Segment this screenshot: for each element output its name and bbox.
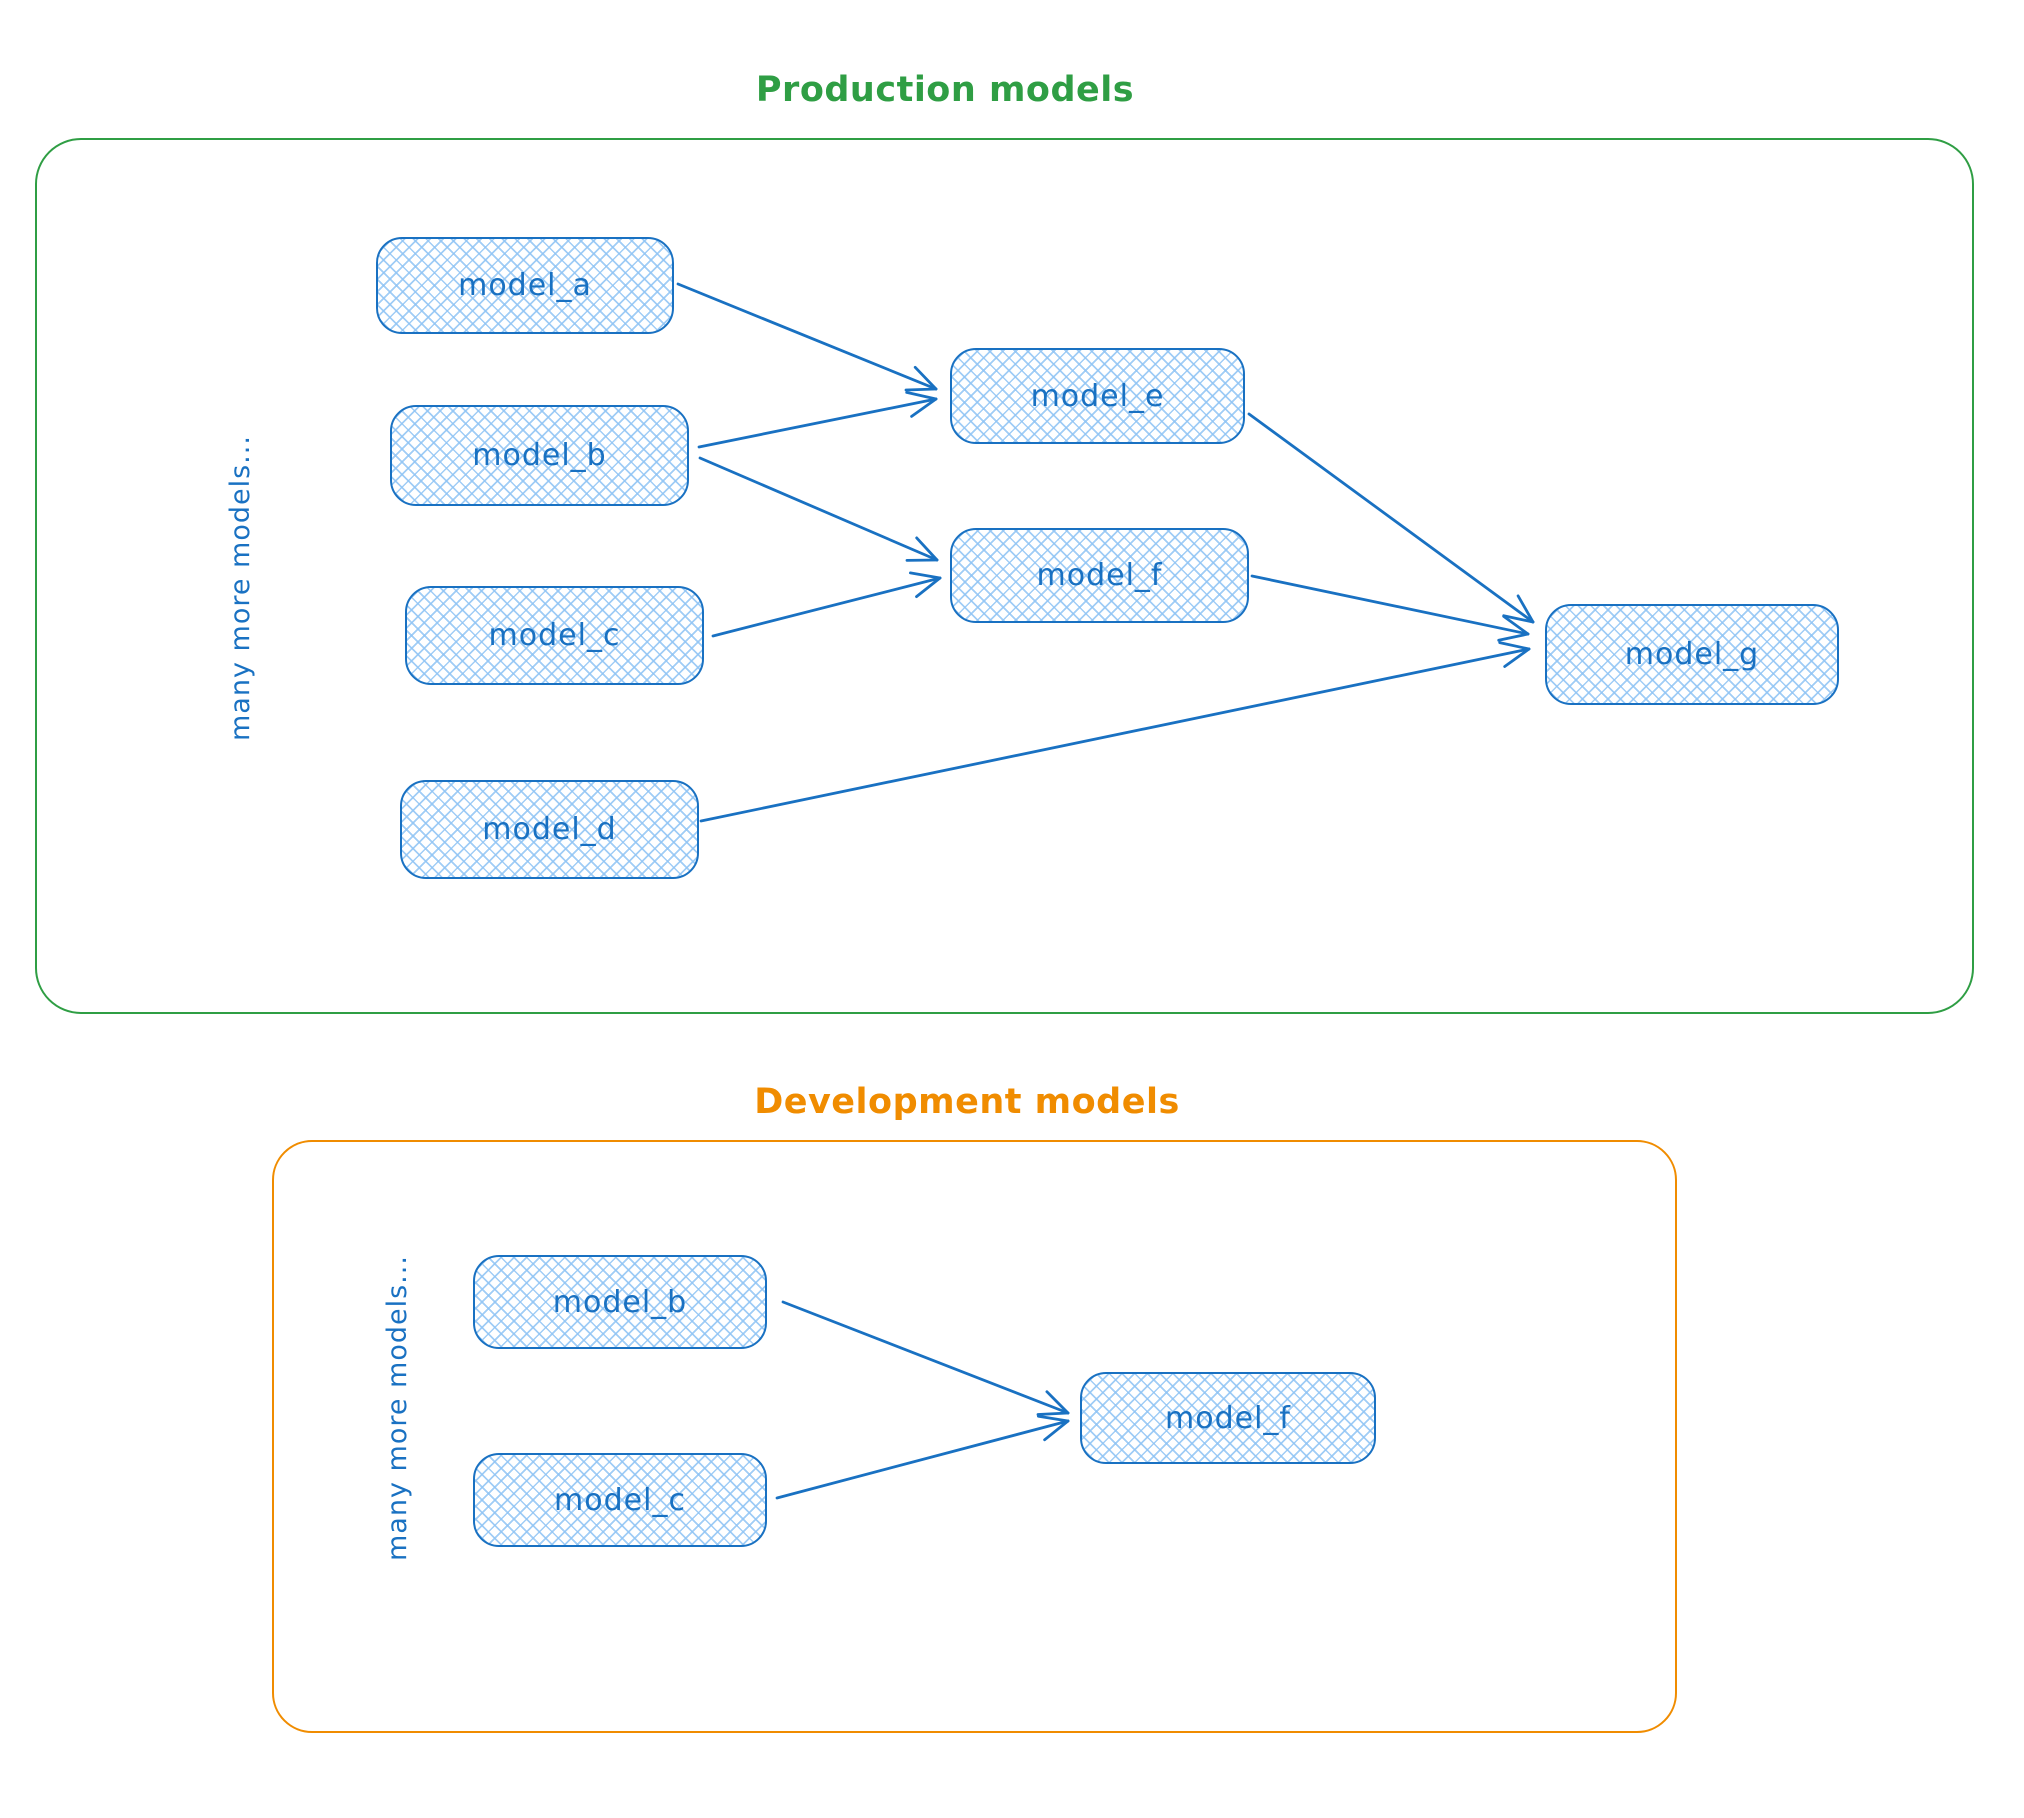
production-section-container xyxy=(35,138,1974,1014)
node-label: model_g xyxy=(1624,637,1760,672)
node-label: model_b xyxy=(472,438,607,473)
node-label: model_f xyxy=(1036,558,1163,593)
node-production-model-d: model_d xyxy=(400,780,699,879)
node-production-model-c: model_c xyxy=(405,586,704,685)
node-development-model-f: model_f xyxy=(1080,1372,1376,1464)
development-section-title: Development models xyxy=(754,1082,1180,1122)
node-development-model-c: model_c xyxy=(473,1453,767,1547)
node-production-model-f: model_f xyxy=(950,528,1249,623)
node-production-model-g: model_g xyxy=(1545,604,1839,705)
development-many-more-models-label: many more models... xyxy=(382,1255,413,1561)
node-production-model-b: model_b xyxy=(390,405,689,506)
production-many-more-models-label: many more models... xyxy=(225,435,256,741)
node-label: model_c xyxy=(554,1482,686,1518)
production-section-title: Production models xyxy=(755,70,1135,110)
development-section-container xyxy=(272,1140,1677,1733)
node-production-model-a: model_a xyxy=(376,237,674,334)
node-label: model_d xyxy=(482,812,617,847)
node-label: model_c xyxy=(488,618,621,653)
node-production-model-e: model_e xyxy=(950,348,1245,444)
node-development-model-b: model_b xyxy=(473,1255,767,1349)
node-label: model_a xyxy=(458,268,592,303)
node-label: model_b xyxy=(552,1284,688,1320)
node-label: model_e xyxy=(1030,378,1165,414)
node-label: model_f xyxy=(1165,1400,1291,1436)
